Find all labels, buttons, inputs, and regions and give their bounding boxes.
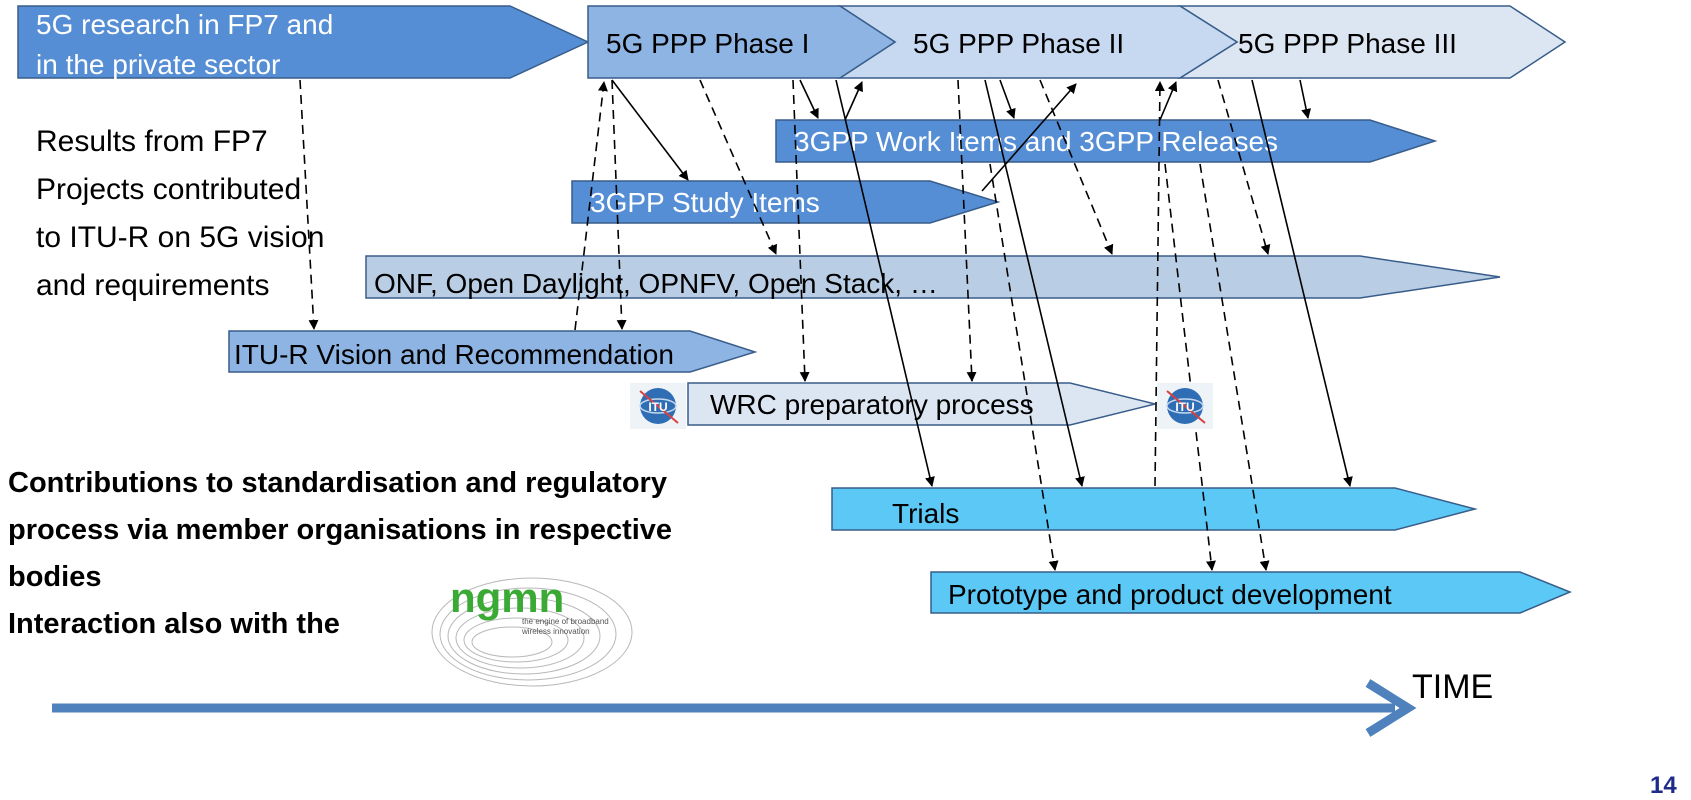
- time-axis-arrow: [52, 679, 1417, 737]
- bar-prototype: Prototype and product development: [930, 571, 1572, 614]
- fp7-note-line: Results from FP7: [36, 125, 268, 158]
- dashed-arrows: [299, 79, 1271, 571]
- contributions-line: Contributions to standardisation and reg…: [8, 467, 667, 499]
- solid-arrows: [611, 79, 1353, 487]
- bar-wrc-label: WRC preparatory process: [710, 389, 1034, 420]
- fp7-results-note: Results from FP7 Projects contributed to…: [36, 118, 396, 310]
- itu-logo-icon: ITU: [630, 383, 686, 429]
- bar-3gpp-study-items: 3GPP Study Items: [571, 180, 1001, 224]
- bar-ppp-phase-1-label: 5G PPP Phase I: [606, 28, 809, 59]
- bar-ppp-phase-1: 5G PPP Phase I: [587, 5, 897, 79]
- bar-prototype-label: Prototype and product development: [948, 579, 1392, 610]
- itu-logo-text: ITU: [1175, 400, 1194, 414]
- bar-ppp-phase-2-label: 5G PPP Phase II: [913, 28, 1124, 59]
- ngmn-logo-name: ngmn: [450, 574, 564, 621]
- bar-onf-open-source: ONF, Open Daylight, OPNFV, Open Stack, …: [365, 255, 1501, 299]
- fp7-note-line: to ITU-R on 5G vision: [36, 221, 325, 254]
- ngmn-logo-tagline-2: wireless innovation: [521, 627, 590, 636]
- bar-fp7-line1: 5G research in FP7 and: [36, 9, 333, 40]
- bar-fp7-research: 5G research in FP7 and in the private se…: [17, 5, 590, 80]
- fp7-note-line: and requirements: [36, 269, 270, 302]
- bar-onf-label: ONF, Open Daylight, OPNFV, Open Stack, …: [374, 268, 938, 299]
- ngmn-logo: ngmn the engine of broadband wireless in…: [431, 574, 633, 687]
- contributions-line: process via member organisations in resp…: [8, 514, 673, 546]
- itu-logo-text: ITU: [648, 400, 667, 414]
- bar-wrc-preparatory: WRC preparatory process: [687, 382, 1156, 426]
- fp7-note-line: Projects contributed: [36, 173, 302, 206]
- bar-ppp-phase-2: 5G PPP Phase II: [837, 5, 1239, 79]
- bar-itu-r-label: ITU-R Vision and Recommendation: [234, 339, 674, 370]
- contributions-line: bodies: [8, 561, 102, 593]
- ngmn-logo-tagline-1: the engine of broadband: [522, 617, 609, 626]
- bar-3gpp-work-items-label: 3GPP Work Items and 3GPP Releases: [794, 126, 1278, 157]
- itu-logo-icon: ITU: [1157, 383, 1213, 429]
- bar-ppp-phase-3-label: 5G PPP Phase III: [1238, 28, 1457, 59]
- time-label: TIME: [1412, 668, 1494, 706]
- bar-itu-r-vision: ITU-R Vision and Recommendation: [228, 330, 758, 373]
- bar-trials: Trials: [831, 487, 1478, 531]
- bar-trials-label: Trials: [892, 498, 959, 529]
- bar-fp7-line2: in the private sector: [36, 49, 280, 80]
- page-number: 14: [1650, 772, 1677, 799]
- bar-3gpp-study-items-label: 3GPP Study Items: [590, 187, 820, 218]
- contributions-note: Contributions to standardisation and reg…: [8, 460, 828, 648]
- contributions-line: Interaction also with the: [8, 608, 340, 640]
- bar-3gpp-work-items: 3GPP Work Items and 3GPP Releases: [775, 119, 1438, 163]
